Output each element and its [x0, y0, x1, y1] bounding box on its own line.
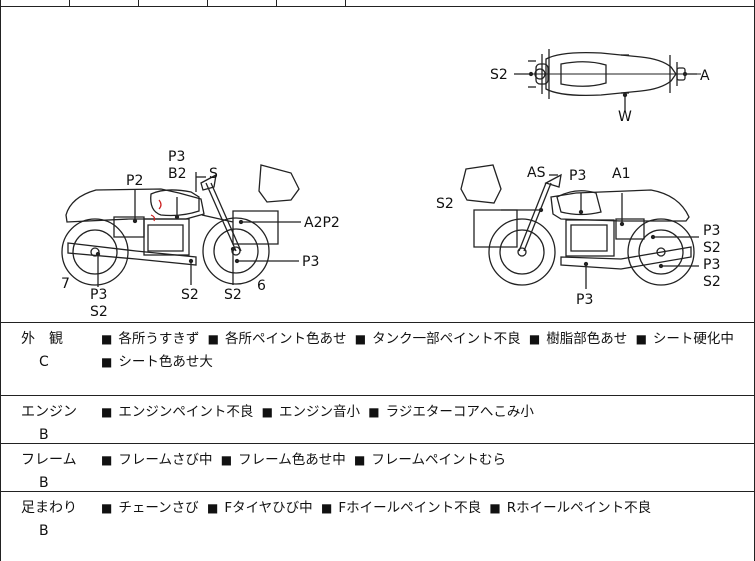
item-text: Fホイールペイント不良 — [338, 500, 482, 516]
category-name: エンジン — [21, 404, 77, 420]
left-p3-top-label: P3 — [168, 149, 185, 165]
left-s2-under2-label: S2 — [224, 287, 242, 303]
header-table-remnant — [1, 0, 754, 7]
section-exterior: 外 観 C ■ 各所うすきず ■ 各所ペイント色あせ ■ タンク一部ペイント不良 ■ 樹… — [1, 323, 754, 396]
category-name: 外 観 — [21, 331, 63, 347]
bullet-icon: ■ — [101, 332, 113, 346]
list-item: ■ チェーンさび — [101, 500, 199, 516]
bullet-icon: ■ — [261, 405, 273, 419]
right-side-drawing — [460, 164, 699, 289]
bullet-icon: ■ — [101, 355, 113, 369]
category-name: 足まわり — [21, 500, 77, 516]
bullet-icon: ■ — [489, 501, 501, 515]
item-list: ■ フレームさび中 ■ フレーム色あせ中 ■ フレームペイントむら — [101, 449, 751, 472]
section-suspension: 足まわり B ■ チェーンさび ■ Fタイヤひび中 ■ Fホイールペイント不良 ■ Rホ… — [1, 492, 754, 561]
bullet-icon: ■ — [101, 453, 113, 467]
list-item: ■ Fタイヤひび中 — [207, 500, 313, 516]
item-text: エンジン音小 — [278, 404, 360, 420]
right-p3-bottom-label: P3 — [576, 292, 593, 308]
item-text: Rホイールペイント不良 — [506, 500, 652, 516]
item-text: 樹脂部色あせ — [546, 331, 628, 347]
item-text: シート硬化中 — [652, 331, 734, 347]
list-item: ■ シート色あせ大 — [101, 354, 213, 370]
item-text: ラジエターコアへこみ小 — [385, 404, 534, 420]
right-a1-label: A1 — [612, 166, 630, 182]
left-a2p2-label: A2P2 — [304, 215, 340, 231]
top-w-label: W — [618, 109, 632, 125]
category-name: フレーム — [21, 452, 77, 468]
item-text: エンジンペイント不良 — [118, 404, 254, 420]
right-p3-r2-label: P3 — [703, 257, 720, 273]
right-s2-r2-label: S2 — [703, 274, 721, 290]
top-s2-label: S2 — [490, 67, 508, 83]
left-6-label: 6 — [257, 278, 266, 294]
list-item: ■ Fホイールペイント不良 — [321, 500, 481, 516]
bullet-icon: ■ — [220, 453, 233, 467]
item-text: チェーンさび — [118, 500, 199, 516]
right-s2-left-label: S2 — [436, 196, 454, 212]
bullet-icon: ■ — [368, 405, 380, 419]
item-text: フレームペイントむら — [371, 452, 506, 468]
motorcycle-diagram: S2 A W — [1, 7, 754, 323]
top-view-drawing — [514, 49, 701, 111]
item-text: フレーム色あせ中 — [238, 452, 346, 468]
bullet-icon: ■ — [354, 332, 367, 346]
list-item: ■ Rホイールペイント不良 — [489, 500, 651, 516]
right-p3-top-label: P3 — [569, 168, 586, 184]
left-side-drawing — [61, 164, 301, 287]
list-item: ■ 樹脂部色あせ — [529, 331, 627, 347]
bullet-icon: ■ — [320, 501, 333, 515]
right-as-label: AS — [527, 165, 546, 181]
bullet-icon: ■ — [635, 332, 647, 346]
list-item: ■ フレームペイントむら — [354, 452, 506, 468]
left-p3-right-label: P3 — [302, 254, 319, 270]
left-p3-bottom-label: P3 — [90, 287, 107, 303]
left-s2-under1-label: S2 — [181, 287, 199, 303]
item-text: フレームさび中 — [118, 452, 213, 468]
item-text: シート色あせ大 — [118, 354, 213, 370]
list-item: ■ フレームさび中 — [101, 452, 212, 468]
bullet-icon: ■ — [354, 453, 366, 467]
right-s2-r1-label: S2 — [703, 240, 721, 256]
list-item: ■ フレーム色あせ中 — [221, 452, 346, 468]
right-p3-r1-label: P3 — [703, 223, 720, 239]
bullet-icon: ■ — [206, 501, 219, 515]
list-item: ■ タンク一部ペイント不良 — [355, 331, 521, 347]
section-frame: フレーム B ■ フレームさび中 ■ フレーム色あせ中 ■ フレームペイントむら — [1, 444, 754, 492]
list-item: ■ 各所ペイント色あせ — [208, 331, 347, 347]
grade: B — [39, 475, 49, 491]
bullet-icon: ■ — [207, 332, 219, 346]
left-b2-label: B2 — [168, 166, 187, 182]
item-list: ■ チェーンさび ■ Fタイヤひび中 ■ Fホイールペイント不良 ■ Rホイールペイント… — [101, 497, 751, 520]
item-list: ■ エンジンペイント不良 ■ エンジン音小 ■ ラジエターコアへこみ小 — [101, 401, 751, 424]
list-item: ■ 各所うすきず — [101, 331, 199, 347]
left-p2-label: P2 — [126, 173, 143, 189]
list-item: ■ シート硬化中 — [636, 331, 734, 347]
bullet-icon: ■ — [528, 332, 541, 346]
left-s2-bottom-label: S2 — [90, 304, 108, 320]
list-item: ■ ラジエターコアへこみ小 — [368, 404, 534, 420]
item-text: 各所ペイント色あせ — [224, 331, 347, 347]
list-item: ■ エンジンペイント不良 — [101, 404, 253, 420]
bullet-icon: ■ — [101, 501, 113, 515]
grade: B — [39, 523, 49, 539]
grade: C — [39, 354, 49, 370]
list-item: ■ エンジン音小 — [262, 404, 360, 420]
bullet-icon: ■ — [101, 405, 113, 419]
left-7-label: 7 — [61, 276, 70, 292]
item-list: ■各所うすきず ■各所ペイント色あせ ■タンク一部ペイント不良 ■樹脂部色あせ … — [101, 328, 751, 374]
item-text: 各所うすきず — [118, 331, 200, 347]
top-a-label: A — [700, 68, 710, 84]
section-engine: エンジン B ■ エンジンペイント不良 ■ エンジン音小 ■ ラジエターコアへこみ小 — [1, 396, 754, 444]
item-text: タンク一部ペイント不良 — [372, 331, 521, 347]
item-text: Fタイヤひび中 — [224, 500, 313, 516]
left-s-label: S — [209, 166, 218, 182]
grade: B — [39, 427, 49, 443]
